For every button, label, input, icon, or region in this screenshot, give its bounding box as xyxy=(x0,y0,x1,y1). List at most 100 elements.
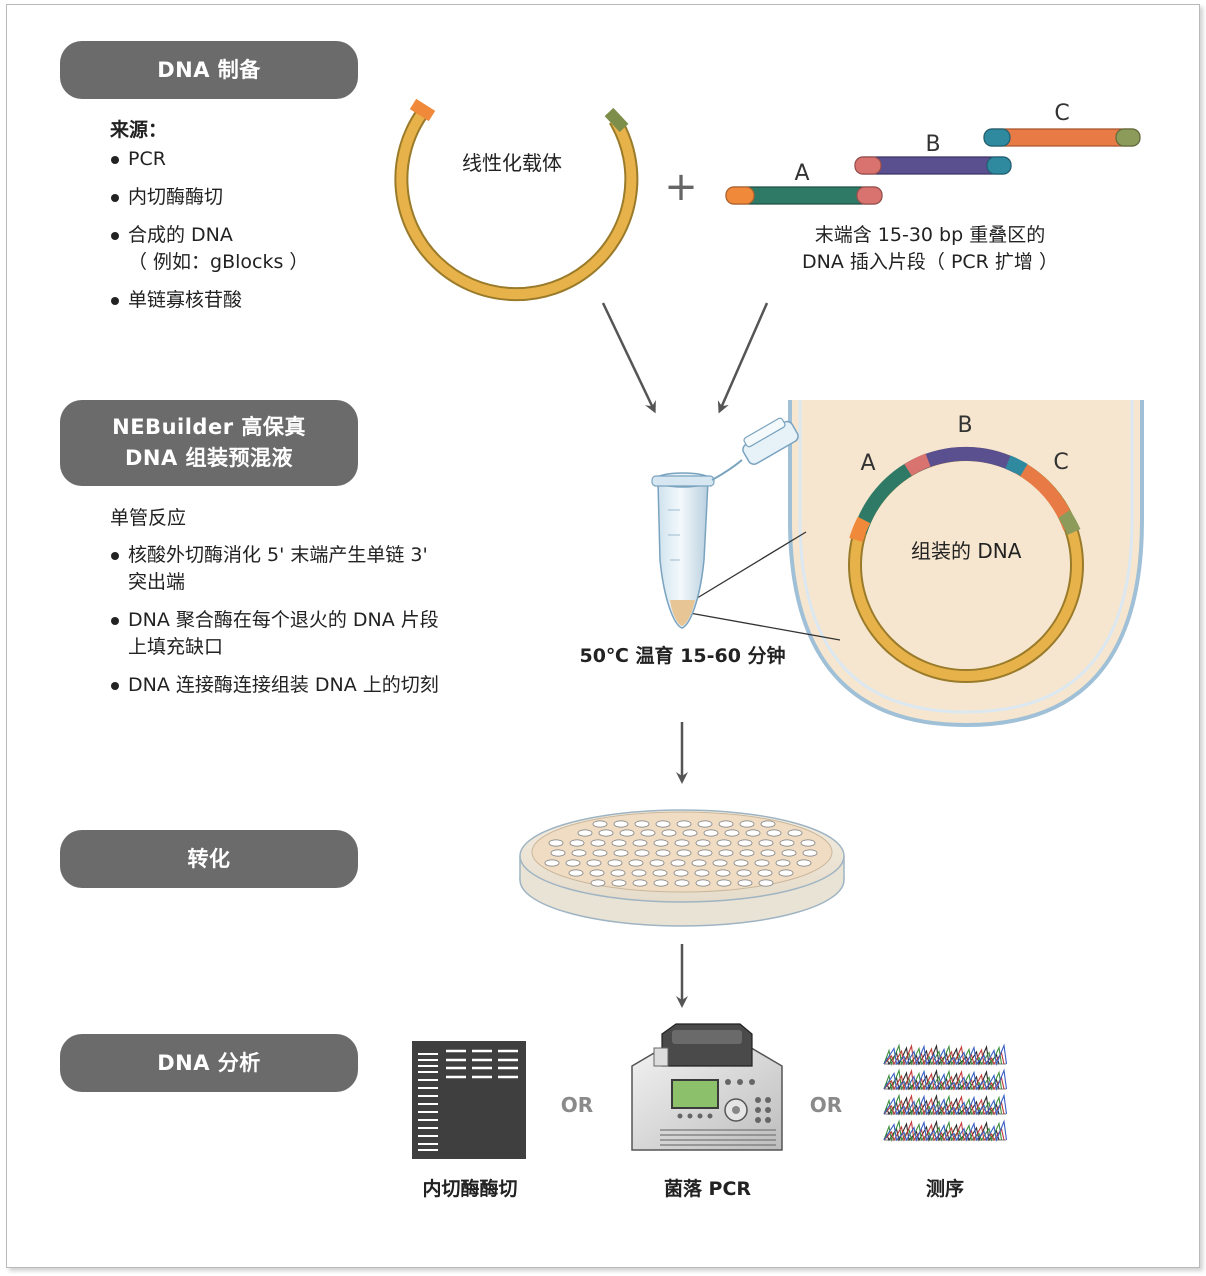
fragment-c-label: C xyxy=(1054,101,1069,126)
colony-dot xyxy=(640,829,656,837)
colony-dot xyxy=(787,829,803,837)
dna-fragment-b-icon xyxy=(854,156,1012,175)
chromatogram-trace xyxy=(883,1068,1008,1091)
step-pill-transformation: 转化 xyxy=(60,830,358,888)
chromatogram-trace xyxy=(883,1043,1005,1066)
source-item-synthetic-example: （ 例如：gBlocks ） xyxy=(128,251,309,273)
source-item-pcr: PCR xyxy=(110,146,308,173)
colony-dot xyxy=(577,829,593,837)
chromatogram-trace xyxy=(883,1043,1000,1066)
colony-dot xyxy=(565,859,581,867)
chromatogram-trace xyxy=(883,1119,1008,1142)
tube-zoom-background xyxy=(788,400,1144,728)
colony-dot xyxy=(695,839,711,847)
plasmid-label-c: C xyxy=(1053,450,1068,475)
colony-dot xyxy=(568,869,584,877)
colony-dot xyxy=(548,839,564,847)
step-pill-analysis: DNA 分析 xyxy=(60,1034,358,1092)
step-title-assembly-line2: DNA 组装预混液 xyxy=(124,446,294,470)
dna-fragment-c-icon xyxy=(983,128,1141,147)
colony-dot xyxy=(550,849,566,857)
colony-dot xyxy=(611,839,627,847)
source-item-synthetic: 合成的 DNA （ 例如：gBlocks ） xyxy=(110,222,308,276)
colony-dot xyxy=(655,849,671,857)
colony-dot xyxy=(694,869,710,877)
colony-dot xyxy=(695,879,711,887)
reaction-item-polymerase: DNA 聚合酶在每个退火的 DNA 片段 上填充缺口 xyxy=(110,607,439,661)
colony-dot xyxy=(682,829,698,837)
gel-electrophoresis-icon xyxy=(412,1041,526,1159)
colony-dot xyxy=(613,820,629,828)
dna-fragment-a-icon xyxy=(725,186,883,205)
colony-dot xyxy=(800,839,816,847)
arrow-vector-to-tube xyxy=(601,302,656,414)
zoom-line-bottom xyxy=(683,611,841,641)
colony-dot xyxy=(766,829,782,837)
colony-dot xyxy=(649,859,665,867)
colony-dot xyxy=(674,879,690,887)
colony-dot xyxy=(745,829,761,837)
colony-dot xyxy=(589,869,605,877)
colony-dot xyxy=(775,859,791,867)
chromatogram-trace xyxy=(883,1068,1000,1091)
colony-dot xyxy=(544,859,560,867)
chromatogram-trace xyxy=(883,1093,1005,1116)
colony-dot xyxy=(779,839,795,847)
colony-dot xyxy=(592,849,608,857)
colony-dot xyxy=(758,879,774,887)
colony-dot xyxy=(758,839,774,847)
colony-dot xyxy=(674,839,690,847)
petri-dish-icon xyxy=(519,809,845,927)
colony-dot xyxy=(760,849,776,857)
colony-dot xyxy=(715,869,731,877)
chromatogram-trace xyxy=(883,1068,1003,1091)
chromatogram-trace xyxy=(883,1043,1008,1066)
thermal-cycler-icon xyxy=(631,1023,783,1151)
colony-dot xyxy=(628,859,644,867)
incubation-label: 50℃ 温育 15-60 分钟 xyxy=(579,645,786,667)
reaction-item-ligase: DNA 连接酶连接组装 DNA 上的切刻 xyxy=(110,672,439,699)
colony-dot xyxy=(611,879,627,887)
plasmid-label-a: A xyxy=(860,451,875,476)
zoom-line-top xyxy=(683,531,807,607)
step-title-dna-preparation: DNA 制备 xyxy=(157,57,261,82)
assembled-plasmid-icon xyxy=(848,446,1084,683)
colony-dot xyxy=(781,849,797,857)
colony-dot xyxy=(760,820,776,828)
colony-dot xyxy=(670,859,686,867)
step-pill-assembly: NEBuilder 高保真 DNA 组装预混液 xyxy=(60,400,358,486)
sequencing-chromatogram-icon xyxy=(883,1043,1008,1142)
reaction-item-exonuclease: 核酸外切酶消化 5' 末端产生单链 3' 突出端 xyxy=(110,542,439,596)
step-title-transformation: 转化 xyxy=(187,846,231,871)
colony-dot xyxy=(703,829,719,837)
colony-dot xyxy=(673,869,689,877)
or-label-2: OR xyxy=(810,1093,842,1117)
colony-dot xyxy=(569,839,585,847)
colony-dot xyxy=(716,879,732,887)
colony-dot xyxy=(697,849,713,857)
step-pill-dna-preparation: DNA 制备 xyxy=(60,41,358,99)
analysis-colony-pcr-label: 菌落 PCR xyxy=(663,1178,752,1200)
colony-dot xyxy=(571,849,587,857)
colony-dot xyxy=(802,849,818,857)
reaction-block: 单管反应 核酸外切酶消化 5' 末端产生单链 3' 突出端 DNA 聚合酶在每个… xyxy=(110,505,439,710)
colony-dot xyxy=(718,820,734,828)
step-title-assembly-line1: NEBuilder 高保真 xyxy=(112,415,306,439)
colony-dot xyxy=(737,879,753,887)
colony-dot xyxy=(590,839,606,847)
or-label-1: OR xyxy=(561,1093,593,1117)
colony-dot xyxy=(598,829,614,837)
colony-dot xyxy=(653,879,669,887)
chromatogram-trace xyxy=(883,1043,1003,1066)
colony-dot xyxy=(652,869,668,877)
analysis-sequencing-label: 测序 xyxy=(925,1178,964,1200)
fragment-b-label: B xyxy=(925,132,940,157)
arrow-inserts-to-tube xyxy=(717,302,769,414)
colony-dot xyxy=(778,869,794,877)
colony-dot xyxy=(697,820,713,828)
colony-dot xyxy=(718,849,734,857)
colony-dot xyxy=(590,879,606,887)
colony-dot xyxy=(691,859,707,867)
colony-dot xyxy=(631,869,647,877)
